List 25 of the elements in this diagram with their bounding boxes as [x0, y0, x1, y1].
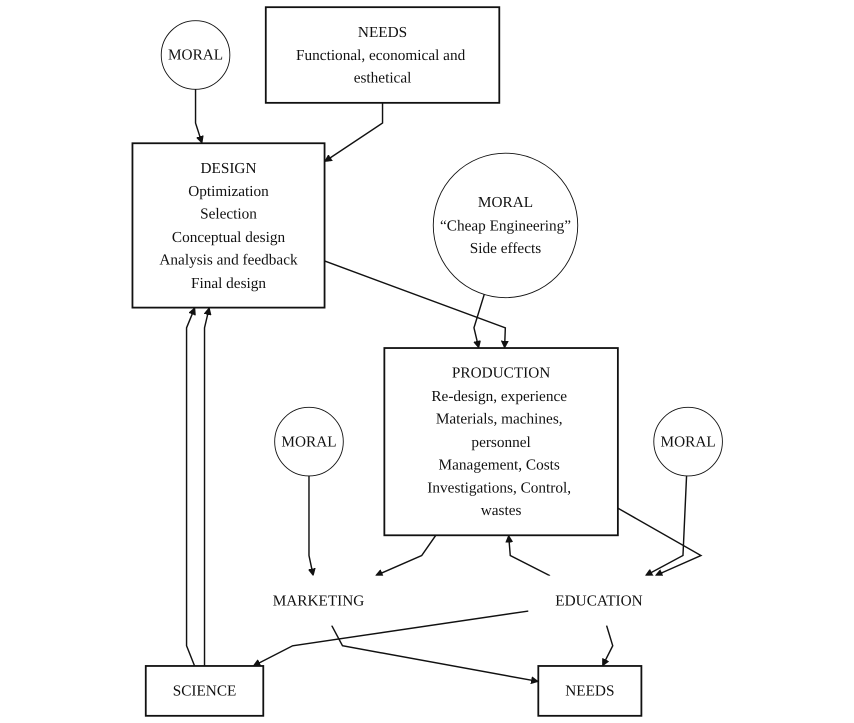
arrow: [374, 534, 436, 576]
arrow: [252, 610, 528, 666]
node-text: EDUCATION: [554, 592, 642, 609]
node-box: NEEDS: [536, 665, 642, 717]
node-circle: MORAL: [652, 406, 722, 476]
node-box: PRODUCTION Re-design, experience Materials, machines, personnel Management, Costs Investigations, Control, wastes: [383, 347, 618, 536]
arrow: [185, 307, 196, 666]
arrow: [194, 89, 204, 144]
arrow: [617, 508, 702, 576]
arrow: [644, 476, 687, 576]
node-text: MARKETING: [272, 592, 364, 609]
node-box: NEEDS Functional, economical and esthetical: [264, 6, 500, 104]
node-circle: MORAL: [160, 20, 230, 90]
arrow: [330, 625, 538, 684]
node-box: DESIGN Optimization Selection Conceptual design Analysis and feedback Final design: [131, 142, 326, 308]
arrow: [324, 102, 383, 162]
arrow: [203, 307, 212, 666]
node-circle: MORAL: [274, 406, 344, 476]
node-box: SCIENCE: [144, 665, 264, 717]
arrow: [472, 294, 484, 348]
node-circle: MORAL “Cheap Engineering” Side effects: [432, 152, 578, 298]
arrow: [307, 476, 316, 576]
arrow: [504, 534, 550, 576]
arrow: [324, 260, 508, 348]
arrow: [602, 625, 614, 666]
